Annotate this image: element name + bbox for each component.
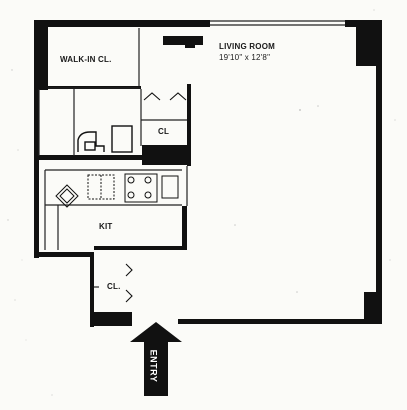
thin-lines	[38, 20, 345, 250]
closet-upper-doors	[143, 92, 187, 101]
living-room-label: LIVING ROOM	[219, 42, 275, 51]
entry-label: ENTRY	[148, 349, 159, 383]
closet-lower-label: CL.	[107, 282, 121, 291]
closet-lower-door	[94, 263, 133, 303]
bath-fixtures	[77, 125, 133, 153]
kitchen-label: KIT	[99, 222, 113, 231]
paper-speckle	[7, 9, 396, 396]
kitchen-appliances	[55, 173, 179, 208]
entry-arrow	[130, 322, 182, 396]
closet-upper-label: CL	[158, 127, 170, 136]
walls	[34, 20, 382, 327]
walk-in-closet-label: WALK-IN CL.	[60, 55, 112, 64]
living-room-dimensions: 19'10" x 12'8"	[219, 53, 271, 62]
